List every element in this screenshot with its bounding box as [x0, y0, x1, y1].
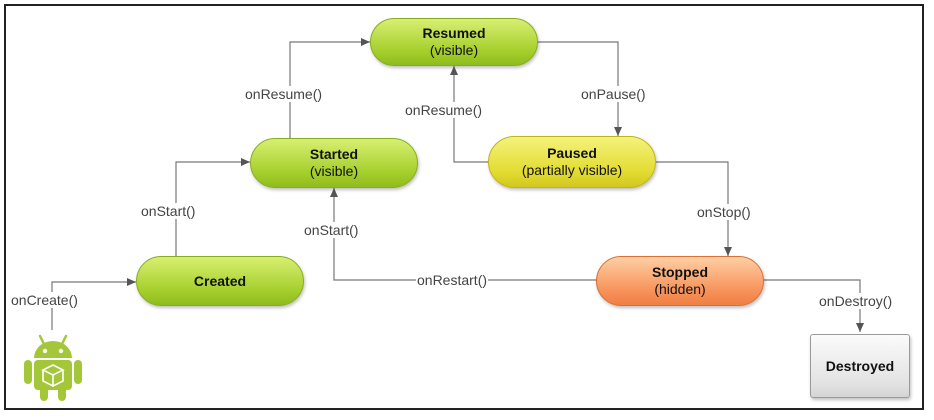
- state-paused-subtitle: (partially visible): [521, 162, 623, 178]
- label-on-restart: onRestart(): [416, 272, 489, 288]
- label-on-start-restart: onStart(): [303, 222, 360, 238]
- state-destroyed-title: Destroyed: [825, 357, 895, 374]
- label-on-start: onStart(): [140, 203, 197, 219]
- edge-on-resume-paused: [450, 66, 490, 163]
- label-on-stop: onStop(): [696, 204, 752, 220]
- label-on-pause: onPause(): [580, 86, 647, 102]
- state-resumed-title: Resumed: [422, 25, 486, 41]
- state-paused-title: Paused: [547, 145, 597, 161]
- state-started: Started (visible): [250, 138, 418, 188]
- state-destroyed: Destroyed: [810, 334, 910, 398]
- label-on-destroy: onDestroy(): [818, 293, 894, 309]
- edge-on-pause: [538, 41, 622, 136]
- label-on-create: onCreate(): [10, 292, 79, 308]
- edge-on-destroy: [762, 279, 864, 332]
- state-started-subtitle: (visible): [309, 163, 359, 179]
- state-resumed: Resumed (visible): [370, 18, 538, 66]
- state-stopped: Stopped (hidden): [596, 256, 764, 306]
- edge-on-start: [175, 158, 250, 256]
- label-on-resume-paused: onResume(): [404, 102, 484, 118]
- label-on-resume-started: onResume(): [244, 86, 324, 102]
- edge-on-restart: [330, 188, 598, 281]
- state-stopped-title: Stopped: [652, 264, 708, 280]
- state-stopped-subtitle: (hidden): [654, 281, 706, 297]
- state-resumed-subtitle: (visible): [429, 42, 479, 58]
- edge-on-stop: [655, 161, 732, 256]
- android-robot-icon: [24, 334, 82, 401]
- state-started-title: Started: [309, 146, 359, 162]
- state-created-title: Created: [193, 272, 247, 289]
- state-paused: Paused (partially visible): [488, 136, 656, 188]
- state-created: Created: [136, 256, 304, 306]
- edge-on-create: [51, 278, 136, 330]
- edge-on-resume-started: [289, 38, 370, 138]
